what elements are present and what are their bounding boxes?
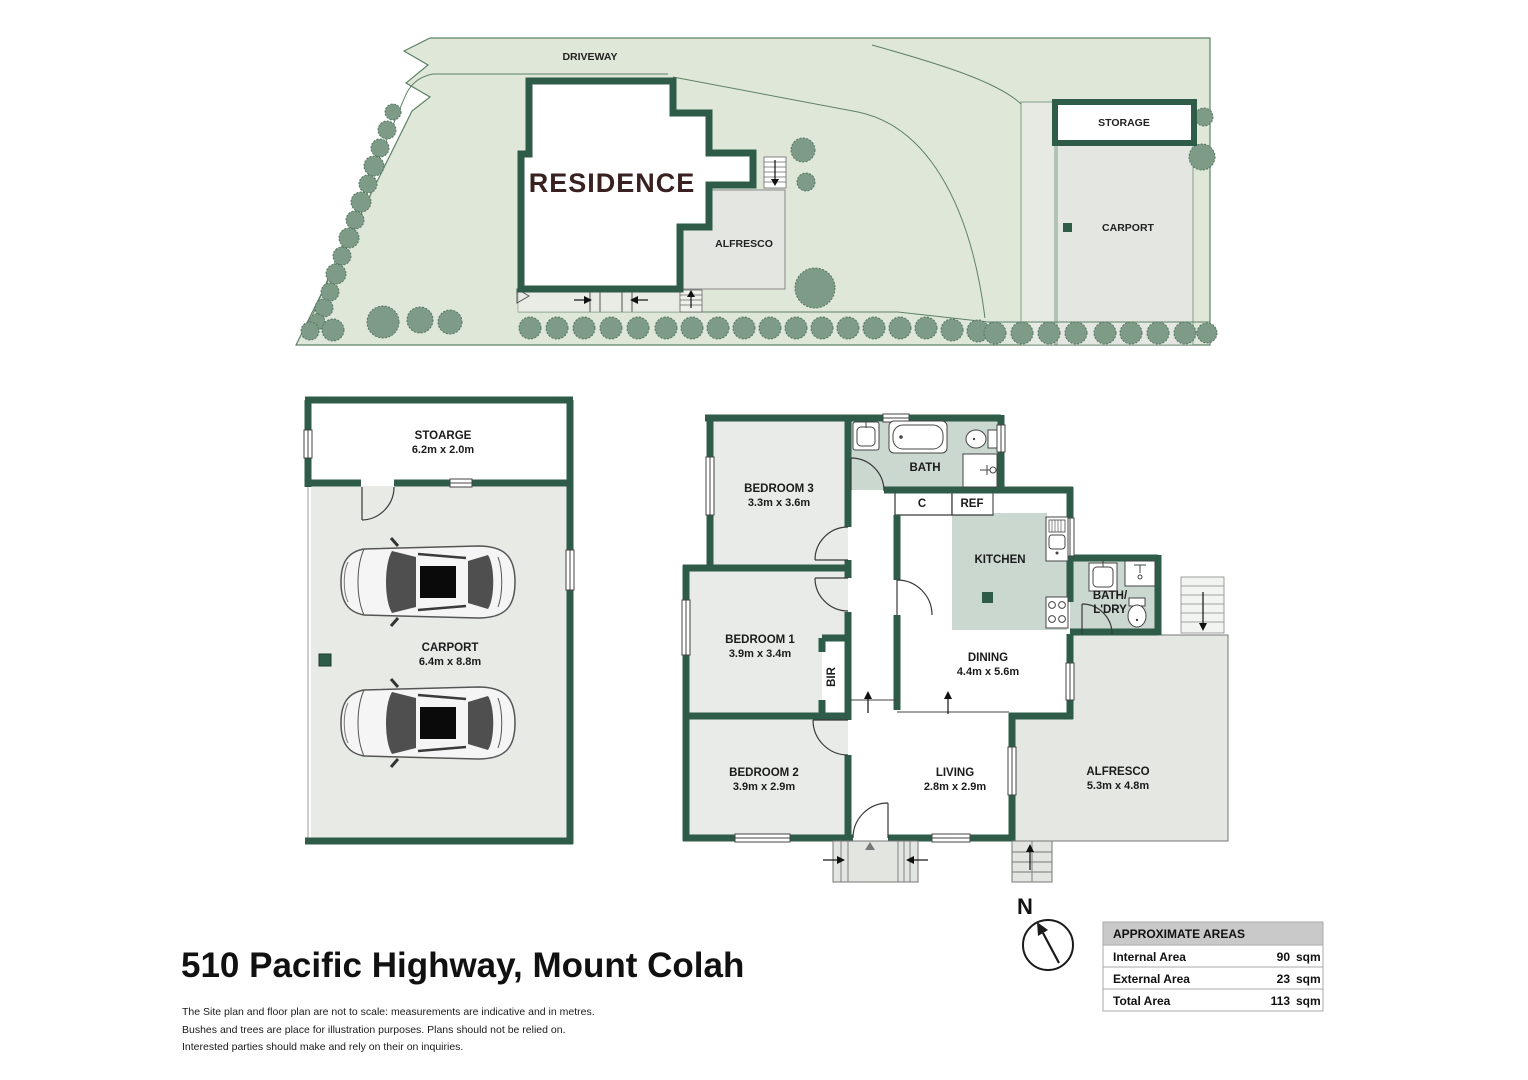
disclaimer-line-1: The Site plan and floor plan are not to … xyxy=(182,1006,595,1018)
cupboard-box xyxy=(894,489,953,516)
car-icon xyxy=(339,536,517,628)
external-area-label: External Area xyxy=(1113,972,1190,986)
disclaimer-line-2: Bushes and trees are place for illustrat… xyxy=(182,1024,565,1036)
storage-room-size: 6.2m x 2.0m xyxy=(412,444,475,456)
kitchen-post xyxy=(982,592,993,603)
site-plan: DRIVEWAY RESIDENCE ALFRESCO STORAGE CARP… xyxy=(295,37,1218,346)
bir-floor xyxy=(822,638,848,716)
carport-room-size: 6.4m x 8.8m xyxy=(419,656,482,668)
bedroom1-door xyxy=(814,577,849,612)
bathtub xyxy=(888,420,948,454)
areas-table-header: APPROXIMATE AREAS xyxy=(1113,927,1245,941)
carport-floor xyxy=(311,486,567,838)
front-porch xyxy=(823,840,928,883)
bedroom2-size: 3.9m x 2.9m xyxy=(733,781,796,793)
dining-label: DINING xyxy=(968,652,1008,664)
bath-label: BATH xyxy=(909,462,940,474)
bedroom3-floor xyxy=(710,418,848,568)
kitchen-sink xyxy=(1045,516,1069,562)
bedroom2-door xyxy=(812,719,849,756)
bath-laundry-fixtures xyxy=(1088,559,1156,628)
internal-area-label: Internal Area xyxy=(1113,950,1186,964)
bedroom1-size: 3.9m x 3.4m xyxy=(729,648,792,660)
alfresco-floor xyxy=(1011,634,1229,842)
storage-room-floor xyxy=(311,403,567,480)
carport-plan: STOARGE 6.2m x 2.0m CARPORT 6.4m x 8.8m xyxy=(303,396,575,845)
cooktop xyxy=(1045,596,1069,629)
site-carport-area xyxy=(1056,142,1194,346)
fridge-label: REF xyxy=(961,498,984,510)
carport-room-label: CARPORT xyxy=(422,642,479,654)
site-residence-outline xyxy=(517,77,757,293)
site-garden-steps xyxy=(679,289,703,313)
internal-area-unit: sqm xyxy=(1296,950,1321,964)
bath-laundry-label-2: L'DRY xyxy=(1093,604,1127,616)
alfresco-label: ALFRESCO xyxy=(1086,766,1149,778)
carport-post xyxy=(318,653,332,667)
disclaimer: The Site plan and floor plan are not to … xyxy=(182,1006,595,1053)
alfresco-steps xyxy=(1011,840,1053,883)
car-icon xyxy=(339,677,517,769)
kitchen-fixtures xyxy=(982,516,1069,629)
site-alfresco-label: ALFRESCO xyxy=(715,238,773,250)
site-carport-post xyxy=(1063,223,1072,232)
bath-laundry-label-1: BATH/ xyxy=(1093,590,1128,602)
total-area-label: Total Area xyxy=(1113,994,1171,1008)
disclaimer-line-3: Interested parties should make and rely … xyxy=(182,1041,463,1053)
storage-room-label: STOARGE xyxy=(415,430,472,442)
bath-door xyxy=(850,457,885,492)
toilet xyxy=(965,429,987,449)
fridge-box xyxy=(951,489,994,516)
bedroom1-label: BEDROOM 1 xyxy=(725,634,795,646)
external-stairs xyxy=(1180,576,1225,634)
living-size: 2.8m x 2.9m xyxy=(924,781,987,793)
bedroom3-label: BEDROOM 3 xyxy=(744,483,814,495)
site-path-strip xyxy=(1020,101,1056,346)
total-area-value: 113 xyxy=(1271,994,1291,1008)
external-area-unit: sqm xyxy=(1296,972,1321,986)
cupboard-label: C xyxy=(918,498,926,510)
areas-table: APPROXIMATE AREAS Internal Area 90 sqm E… xyxy=(1102,921,1324,1012)
site-carport-label: CARPORT xyxy=(1102,222,1155,234)
alfresco-size: 5.3m x 4.8m xyxy=(1087,780,1150,792)
living-label: LIVING xyxy=(936,767,974,779)
bath-fixtures xyxy=(852,420,998,488)
laundry-toilet xyxy=(1127,604,1147,628)
site-walkway xyxy=(517,289,681,313)
page-title: 510 Pacific Highway, Mount Colah xyxy=(181,946,744,985)
areas-table-header-row xyxy=(1102,921,1324,946)
total-area-unit: sqm xyxy=(1296,994,1321,1008)
driveway-label: DRIVEWAY xyxy=(562,51,617,63)
bath-laundry-door xyxy=(1081,603,1113,635)
kitchen-floor xyxy=(952,513,1067,630)
internal-area-value: 90 xyxy=(1277,950,1291,964)
north-label: N xyxy=(1017,894,1033,919)
bir-label: BIR xyxy=(826,666,838,687)
trees xyxy=(300,103,1218,345)
house-floor-plan: BEDROOM 3 3.3m x 3.6m BATH C REF KITCHEN… xyxy=(681,413,1229,883)
external-area-value: 23 xyxy=(1277,972,1291,986)
bedroom3-size: 3.3m x 3.6m xyxy=(748,497,811,509)
storage-door xyxy=(361,486,395,521)
bedroom2-floor xyxy=(686,716,848,838)
north-compass-icon: N xyxy=(1017,894,1074,971)
dining-door xyxy=(896,579,933,616)
site-storage-outline xyxy=(1052,99,1197,146)
residence-label: RESIDENCE xyxy=(529,168,696,198)
kitchen-label: KITCHEN xyxy=(974,554,1025,566)
bedroom2-label: BEDROOM 2 xyxy=(729,767,799,779)
site-stairs xyxy=(763,156,787,189)
site-storage-label: STORAGE xyxy=(1098,117,1150,129)
dining-size: 4.4m x 5.6m xyxy=(957,666,1020,678)
bedroom3-door xyxy=(814,526,849,561)
front-door xyxy=(852,802,889,839)
